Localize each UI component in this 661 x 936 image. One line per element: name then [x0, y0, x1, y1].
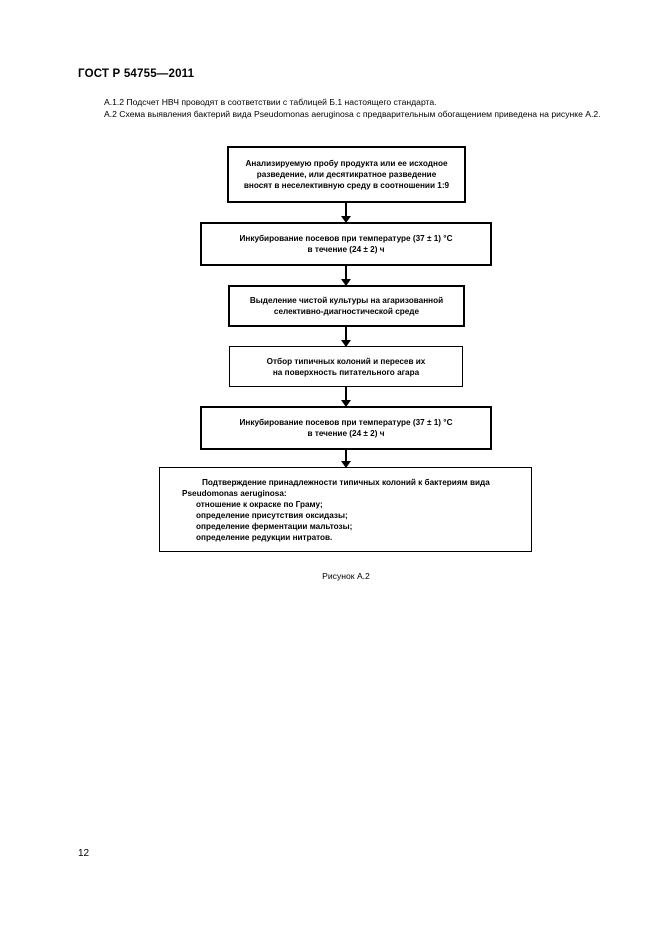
flow-step-line: на поверхность питательного агара [272, 367, 420, 377]
document-code: ГОСТ Р 54755—2011 [78, 68, 195, 80]
flow-arrow [341, 266, 351, 286]
flow-step-incubation-1: Инкубирование посевов при температуре (3… [200, 222, 492, 266]
flow-step-colony-selection: Отбор типичных колоний и пересев их на п… [229, 346, 463, 387]
confirmation-title-line: Подтверждение принадлежности типичных ко… [202, 478, 490, 487]
confirmation-test-item: определение ферментации мальтозы; [196, 522, 353, 531]
flow-step-line: селективно-диагностической среде [273, 307, 420, 316]
flow-step-incubation-2: Инкубирование посевов при температуре (3… [200, 406, 492, 450]
paragraph-a-2: А.2 Схема выявления бактерий вида Pseudo… [104, 109, 601, 119]
flow-step-line: вносят в неселективную среду в соотношен… [243, 181, 450, 190]
flow-step-line: Инкубирование посевов при температуре (3… [239, 234, 453, 243]
confirmation-title-line: Pseudomonas aeruginosa: [182, 489, 287, 498]
flow-step-line: в течение (24 ± 2) ч [307, 245, 385, 254]
confirmation-test-item: отношение к окраске по Граму; [196, 500, 323, 509]
flow-step-line: в течение (24 ± 2) ч [307, 429, 385, 438]
flow-step-pure-culture-isolation: Выделение чистой культуры на агаризованн… [228, 285, 465, 327]
flow-step-line: разведение, или десятикратное разведение [256, 170, 437, 179]
flow-arrow [341, 450, 351, 468]
flow-step-line: Отбор типичных колоний и пересев их [266, 356, 426, 366]
flow-step-line: Анализируемую пробу продукта или ее исхо… [245, 159, 448, 168]
flow-step-confirmation: Подтверждение принадлежности типичных ко… [159, 467, 532, 552]
flow-arrow [341, 203, 351, 223]
confirmation-test-item: определение присутствия оксидазы; [196, 511, 348, 520]
flow-step-sample-inoculation: Анализируемую пробу продукта или ее исхо… [227, 146, 466, 203]
flow-arrow [341, 327, 351, 347]
flow-arrow [341, 387, 351, 407]
flow-step-line: Выделение чистой культуры на агаризованн… [249, 296, 444, 305]
flow-step-line: Инкубирование посевов при температуре (3… [239, 418, 453, 427]
paragraph-a-1-2: А.1.2 Подсчет НВЧ проводят в соответстви… [104, 97, 437, 107]
figure-caption: Рисунок А.2 [322, 571, 370, 581]
page-number: 12 [78, 848, 90, 859]
confirmation-test-item: определение редукции нитратов. [196, 533, 333, 542]
